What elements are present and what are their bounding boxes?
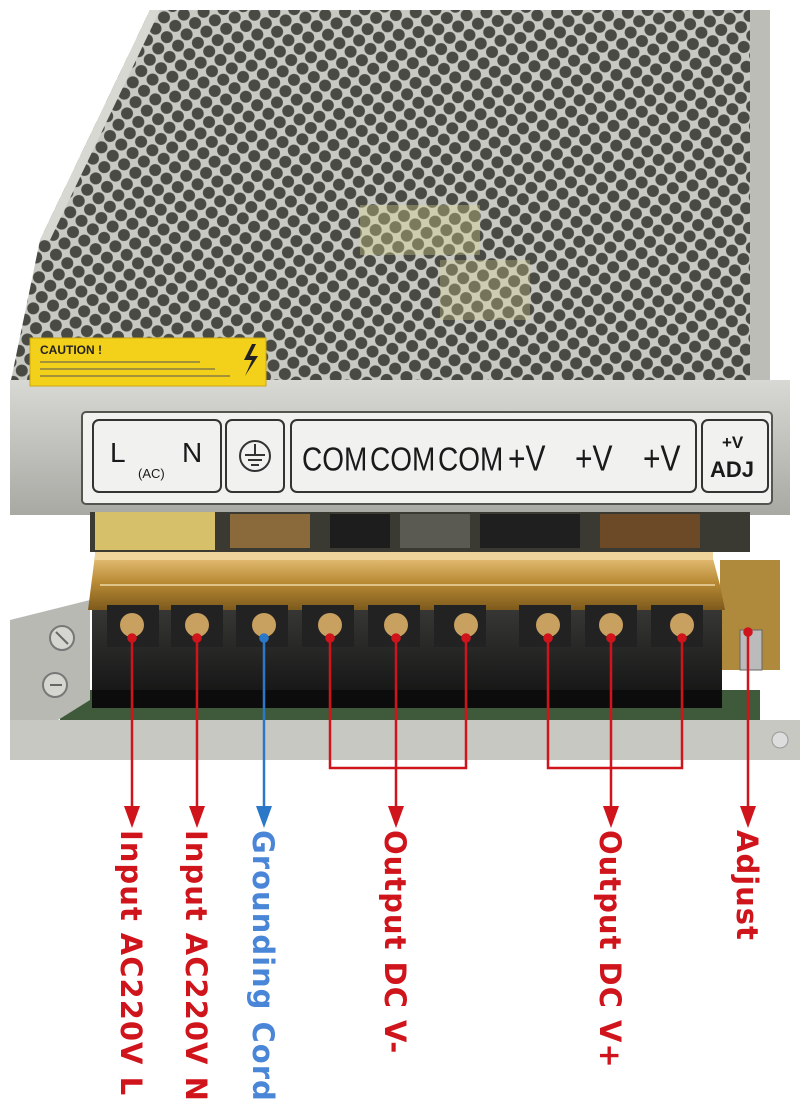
arrow-input-l [124,633,140,828]
label-com-2: COM [370,440,435,478]
label-v-3: +V [643,439,681,479]
callout-output-dc-negative: Output DC V- [378,830,412,1055]
power-supply-photo: CAUTION ! L (AC) N COM COM COM +V +V +V … [10,10,800,828]
callout-grounding-cord: Grounding Cord [246,830,280,1102]
side-bracket [10,600,800,760]
label-v-2: +V [575,439,613,479]
front-panel [10,380,790,515]
terminal-labels: L (AC) N COM COM COM +V +V +V +V ADJ [110,433,754,482]
arrow-adjust [740,627,756,828]
callout-arrows [124,627,756,828]
callout-output-dc-positive: Output DC V+ [593,830,627,1069]
label-ac: (AC) [138,466,165,481]
callout-adjust: Adjust [730,830,764,941]
caution-sticker: CAUTION ! [29,337,267,387]
callout-input-n: Input AC220V N [179,830,213,1102]
label-adj-bottom: ADJ [710,457,754,482]
arrow-ground [256,633,272,828]
terminal-screw [434,605,486,647]
ground-symbol-icon [239,440,271,472]
label-n: N [182,437,202,468]
warning-bolt-icon [244,344,258,376]
label-com-1: COM [302,440,367,478]
arrow-input-n [189,633,205,828]
callout-input-l: Input AC220V L [114,830,148,1097]
label-l: L [110,437,126,468]
arrow-output-negative [325,633,471,828]
label-adj-top: +V [722,433,744,452]
caution-title: CAUTION ! [40,343,102,357]
terminal-screw [585,605,637,647]
perforated-cover [10,10,770,390]
label-com-3: COM [438,440,503,478]
arrow-output-positive [543,633,687,828]
label-v-1: +V [508,439,546,479]
terminal-screw [651,605,703,647]
